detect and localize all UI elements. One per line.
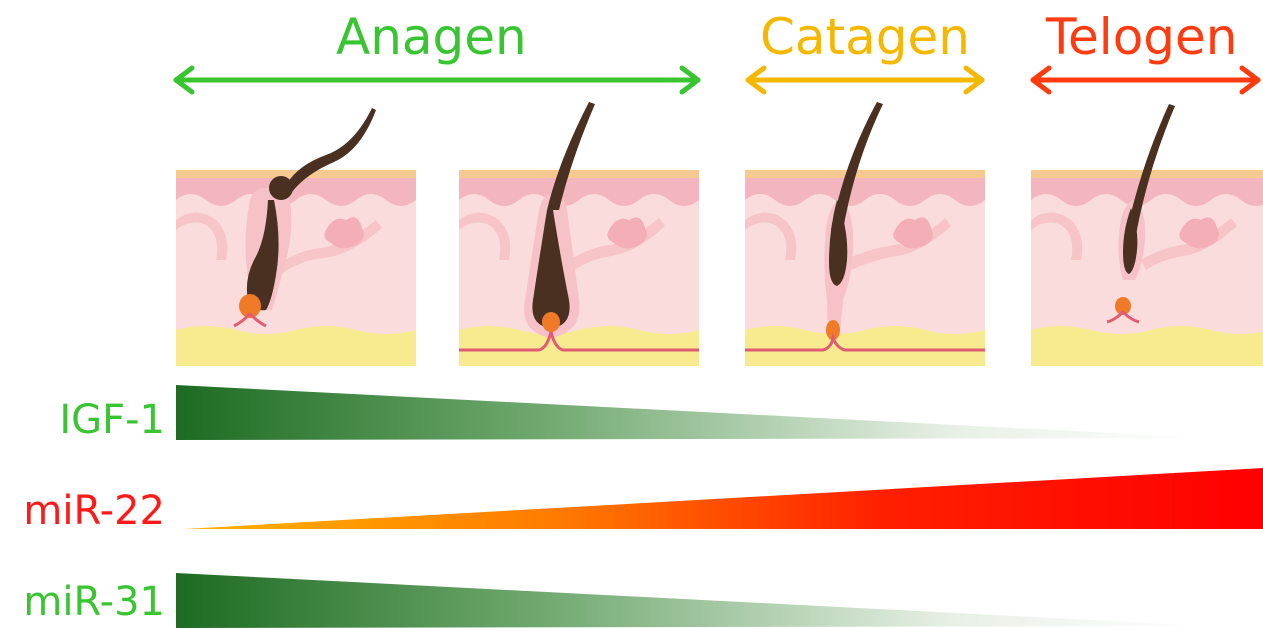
mir22-wedge — [184, 468, 1263, 529]
igf1-wedge — [176, 385, 1210, 440]
mir31-wedge — [176, 573, 1210, 628]
